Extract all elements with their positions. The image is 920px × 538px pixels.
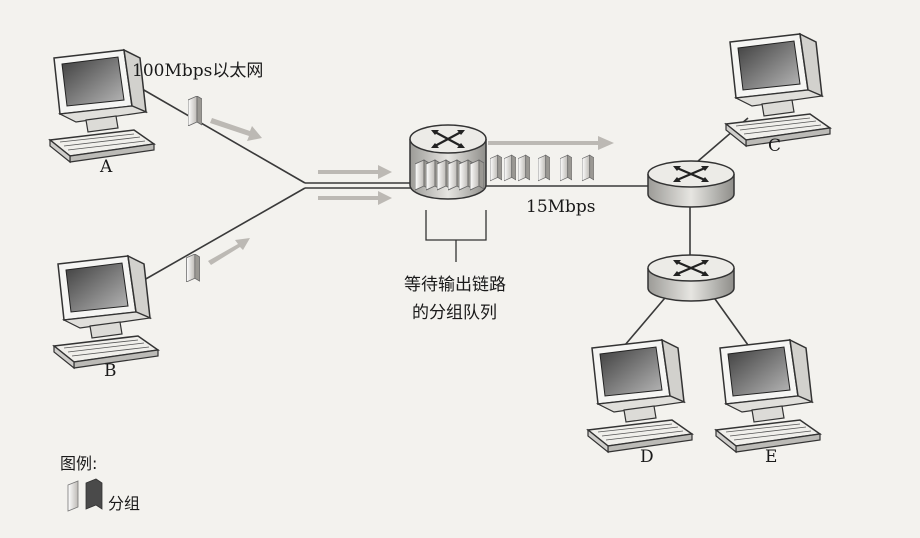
host-d-label: D — [640, 447, 654, 467]
ethernet-label: 100Mbps以太网 — [132, 61, 264, 81]
arrow-icon — [318, 191, 392, 205]
legend-title: 图例: — [60, 454, 98, 473]
wan-label: 15Mbps — [526, 197, 596, 217]
arrow-icon — [488, 136, 614, 150]
legend-packet-icon — [67, 478, 103, 512]
queue-label-line2: 的分组队列 — [412, 303, 497, 323]
packet-icon — [504, 154, 516, 182]
packet-icon — [470, 159, 484, 191]
packet-icon — [582, 154, 594, 182]
packet-icon — [188, 96, 202, 126]
link-packets — [490, 154, 594, 182]
link-e — [709, 291, 749, 346]
computer-c-icon — [725, 33, 831, 147]
router-de-icon — [646, 254, 736, 303]
computer-e-icon — [715, 339, 821, 453]
queue-label-line1: 等待输出链路 — [404, 275, 506, 295]
router-c-icon — [646, 160, 736, 209]
queue-bracket — [425, 210, 487, 262]
legend-packet-label: 分组 — [108, 494, 141, 513]
packet-icon — [538, 154, 550, 182]
host-c-label: C — [768, 136, 782, 156]
links — [129, 81, 749, 346]
packet-icon — [186, 254, 200, 282]
computer-b-icon — [53, 255, 159, 369]
arrow-icon — [318, 165, 392, 179]
host-b-label: B — [104, 361, 117, 381]
link-d — [624, 291, 671, 346]
packet-icon — [518, 154, 530, 182]
host-a-label: A — [100, 157, 113, 177]
arrow-icon — [210, 118, 262, 141]
arrow-icon — [208, 238, 250, 265]
traffic-arrows — [208, 118, 614, 265]
link-a — [129, 81, 306, 184]
host-e-label: E — [765, 447, 778, 467]
packet-icon — [490, 154, 502, 182]
queued-packets — [415, 159, 484, 191]
computer-d-icon — [587, 339, 693, 453]
packet-icon — [560, 154, 572, 182]
link-b — [129, 187, 306, 289]
